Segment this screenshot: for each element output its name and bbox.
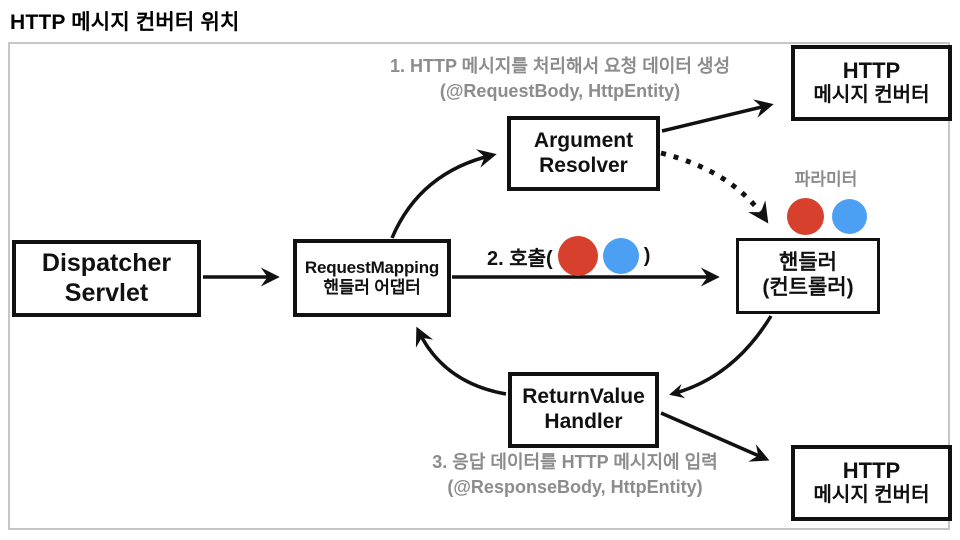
annotation-step1-line1: 1. HTTP 메시지를 처리해서 요청 데이터 생성: [389, 56, 731, 76]
box-label: 메시지 컨버터: [813, 484, 930, 507]
annotation-step1-line2: (@RequestBody, HttpEntity): [439, 80, 681, 101]
annotation-step1: 1. HTTP 메시지를 처리해서 요청 데이터 생성 (@RequestBod…: [330, 54, 790, 104]
box-handler-controller: 핸들러 (컨트롤러): [736, 238, 880, 314]
annotation-parameter-label: 파라미터: [794, 170, 858, 189]
box-argument-resolver: Argument Resolver: [507, 116, 660, 191]
call-red-dot: [557, 236, 598, 276]
box-label: 핸들러 어댑터: [323, 278, 421, 297]
box-label: HTTP: [842, 458, 901, 484]
page-title: HTTP 메시지 컨버터 위치: [10, 11, 240, 34]
annotation-step3: 3. 응답 데이터를 HTTP 메시지에 입력 (@ResponseBody, …: [350, 450, 800, 500]
box-http-message-converter-top: HTTP 메시지 컨버터: [791, 45, 952, 121]
parameter-blue-dot: [832, 199, 867, 234]
parameter-red-dot: [787, 198, 824, 235]
annotation-step2-suffix: ): [643, 244, 651, 267]
box-label: HTTP: [842, 58, 901, 84]
annotation-step2-call: 2. 호출( ): [487, 234, 650, 278]
annotation-step3-line1: 3. 응답 데이터를 HTTP 메시지에 입력: [432, 452, 718, 472]
box-dispatcher-servlet: Dispatcher Servlet: [12, 240, 201, 317]
box-label: Resolver: [539, 153, 628, 177]
annotation-step3-line2: (@ResponseBody, HttpEntity): [447, 476, 703, 497]
box-label: 핸들러: [779, 251, 837, 275]
box-request-mapping-adapter: RequestMapping 핸들러 어댑터: [293, 239, 451, 317]
box-label: ReturnValue: [522, 385, 645, 409]
call-blue-dot: [602, 238, 639, 274]
box-label: (컨트롤러): [762, 276, 854, 299]
box-label: 메시지 컨버터: [813, 84, 930, 107]
box-label: Argument: [533, 128, 634, 152]
box-return-value-handler: ReturnValue Handler: [508, 372, 659, 448]
box-label: RequestMapping: [304, 257, 440, 277]
box-label: Handler: [544, 410, 623, 433]
annotation-step2-prefix: 2. 호출(: [487, 247, 553, 270]
box-label: Dispatcher: [41, 249, 172, 277]
box-http-message-converter-bottom: HTTP 메시지 컨버터: [791, 445, 952, 521]
box-label: Servlet: [64, 278, 149, 307]
